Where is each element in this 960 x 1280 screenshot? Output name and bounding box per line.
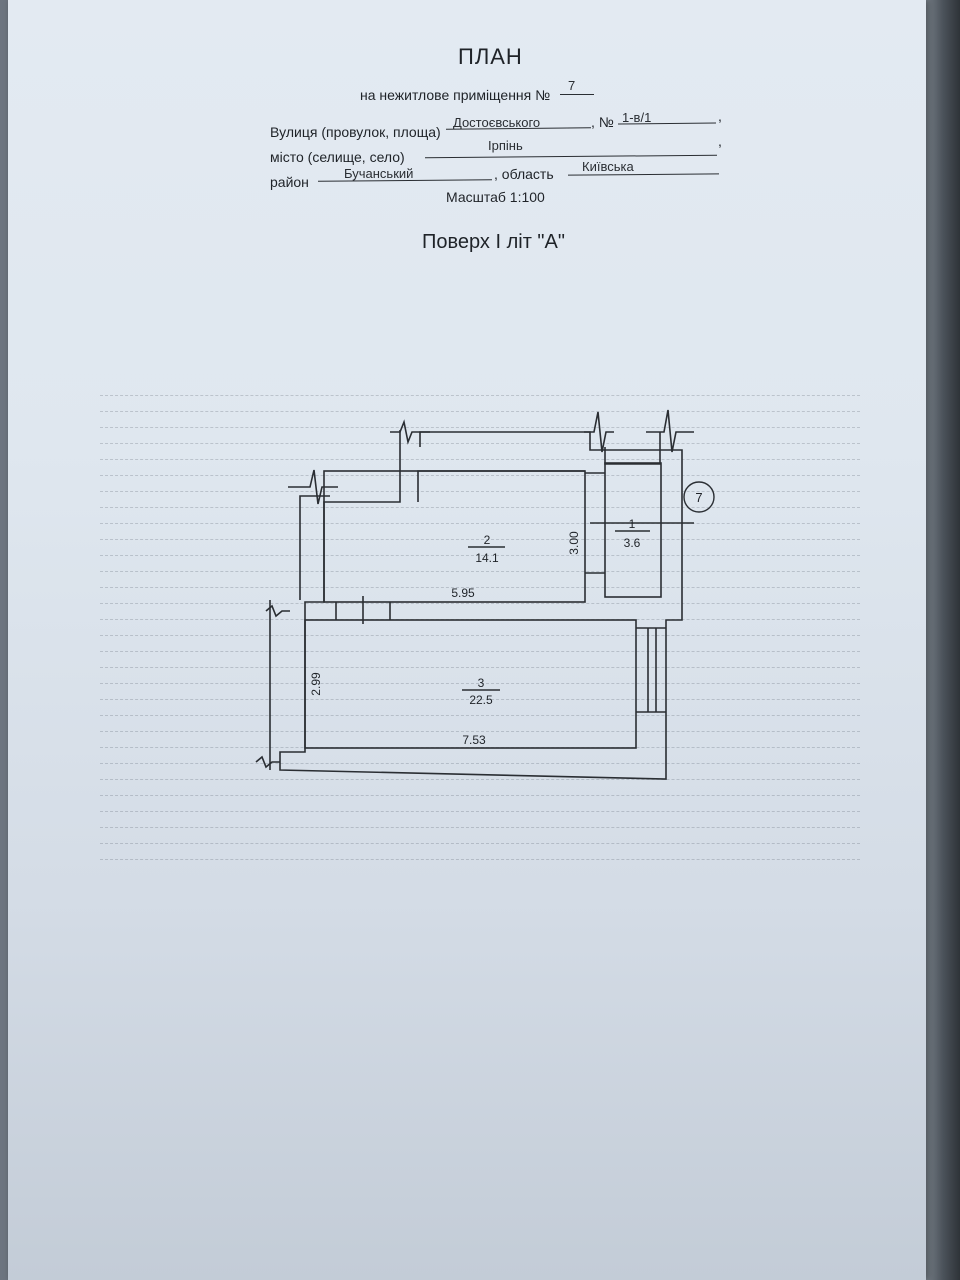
room-3-number: 3 xyxy=(478,676,485,690)
grid-line xyxy=(100,843,860,844)
number-value: 1-в/1 xyxy=(622,110,652,125)
number-label: , № xyxy=(591,114,614,130)
dimension-room2-width: 5.95 xyxy=(451,586,475,600)
outer-wall-right xyxy=(604,432,661,465)
grid-line xyxy=(100,731,860,732)
grid-line xyxy=(100,683,860,684)
break-mark-top-left xyxy=(390,419,430,445)
room-2-outline xyxy=(323,470,586,603)
grid-line xyxy=(100,427,860,428)
street-label: Вулиця (провулок, площа) xyxy=(270,124,441,140)
room-2-area: 14.1 xyxy=(475,551,499,565)
grid-line xyxy=(100,395,860,396)
street-value: Достоєвського xyxy=(453,115,541,130)
grid-line xyxy=(100,715,860,716)
left-outer-wall xyxy=(299,495,330,600)
break-mark-left-bottom xyxy=(255,755,280,769)
district-label: район xyxy=(270,174,309,190)
grid-line xyxy=(100,459,860,460)
scale-label: Масштаб 1:100 xyxy=(446,189,545,205)
grid-line xyxy=(100,587,860,588)
grid-line xyxy=(100,603,860,604)
grid-line xyxy=(100,507,860,508)
grid-line xyxy=(100,811,860,812)
grid-line xyxy=(100,555,860,556)
room-2-number: 2 xyxy=(484,533,491,547)
grid-line xyxy=(100,827,860,828)
document-sheet xyxy=(8,0,926,1280)
break-mark-top-right xyxy=(646,409,694,453)
unit-marker-circle xyxy=(683,481,715,513)
outer-wall xyxy=(279,430,683,780)
grid-line xyxy=(100,523,860,524)
city-value: Ірпінь xyxy=(488,138,523,153)
grid-line xyxy=(100,651,860,652)
grid-line xyxy=(100,635,860,636)
grid-line xyxy=(100,699,860,700)
district-value: Бучанський xyxy=(344,166,414,181)
floor-label: Поверх І літ "А" xyxy=(422,231,565,253)
grid-line xyxy=(100,539,860,540)
city-label: місто (селище, село) xyxy=(270,149,405,165)
dimension-room2-height: 3.00 xyxy=(567,531,581,555)
room-3-outline xyxy=(304,619,637,749)
grid-line xyxy=(100,411,860,412)
plan-title: ПЛАН xyxy=(458,44,523,69)
unit-marker-number: 7 xyxy=(695,490,702,505)
break-mark-left-top xyxy=(288,469,338,505)
grid-line xyxy=(100,443,860,444)
dimension-room3-width: 7.53 xyxy=(462,733,486,747)
grid-line xyxy=(100,667,860,668)
grid-line xyxy=(100,571,860,572)
premises-number: 7 xyxy=(568,78,576,93)
grid-line xyxy=(100,795,860,796)
room-1-outline xyxy=(604,462,662,598)
region-label: , область xyxy=(494,166,554,182)
premises-underline xyxy=(560,94,594,95)
grid-line xyxy=(100,475,860,476)
street-comma: , xyxy=(718,108,722,124)
room-3-area: 22.5 xyxy=(469,693,493,707)
premises-label: на нежитлове приміщення № xyxy=(360,87,551,103)
break-mark-top-mid xyxy=(584,411,614,453)
grid-line xyxy=(100,763,860,764)
dimension-room3-height: 2.99 xyxy=(309,672,323,696)
region-value: Київська xyxy=(582,159,634,174)
grid-line xyxy=(100,779,860,780)
grid-line xyxy=(100,491,860,492)
room-1-area: 3.6 xyxy=(624,536,641,550)
city-comma: , xyxy=(718,133,722,149)
room-1-number: 1 xyxy=(629,517,636,531)
grid-line xyxy=(100,859,860,860)
